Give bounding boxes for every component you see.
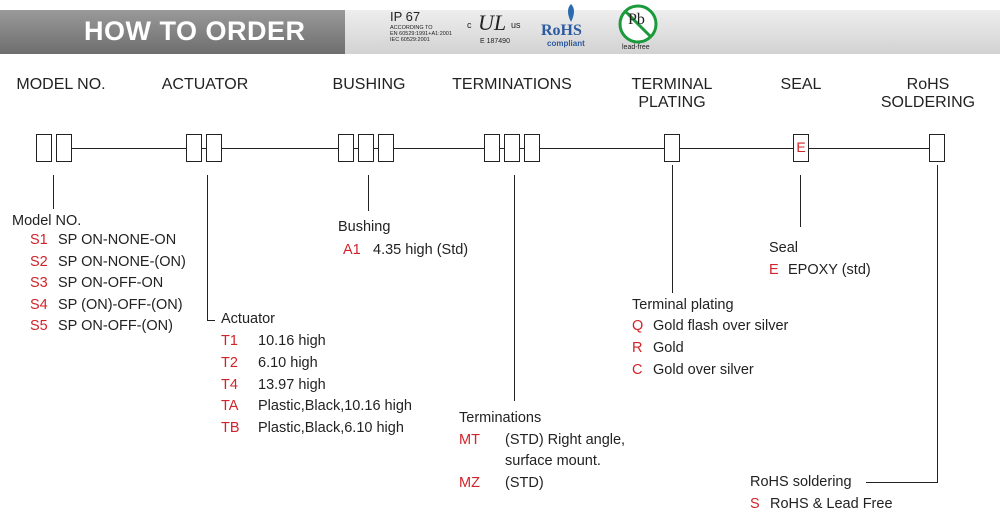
plating-leader-line bbox=[672, 165, 673, 293]
model-code-box-2 bbox=[56, 134, 72, 162]
header-banner bbox=[0, 10, 1000, 54]
ul-logo-icon: UL bbox=[478, 10, 507, 35]
rohs-compliant: compliant bbox=[547, 39, 585, 48]
actuator-code-box-2 bbox=[206, 134, 222, 162]
bushing-leader-line bbox=[368, 175, 369, 211]
bushing-code-box-1 bbox=[338, 134, 354, 162]
terminations-option: MZ(STD) bbox=[459, 475, 544, 491]
rohs-code-box bbox=[929, 134, 945, 162]
rohs-leaf-icon bbox=[568, 4, 574, 22]
code-connector-line bbox=[72, 148, 929, 149]
ul-c-label: c bbox=[467, 20, 472, 30]
column-header-model: MODEL NO. bbox=[16, 76, 106, 93]
terminations-code-box-1 bbox=[484, 134, 500, 162]
terminations-leader-line bbox=[514, 175, 515, 401]
pb-symbol: Pb bbox=[628, 11, 645, 28]
plating-section-title: Terminal plating bbox=[632, 297, 734, 313]
column-header-actuator: ACTUATOR bbox=[161, 76, 249, 93]
model-code-box-1 bbox=[36, 134, 52, 162]
terminations-code-box-2 bbox=[504, 134, 520, 162]
rohs-logo: RoHS bbox=[541, 22, 582, 39]
ul-file-number: E 187490 bbox=[480, 38, 510, 45]
terminations-option-continued: surface mount. bbox=[505, 453, 601, 469]
model-section-title: Model NO. bbox=[12, 213, 82, 229]
seal-code-box: E bbox=[793, 134, 809, 162]
ul-us-label: us bbox=[511, 20, 521, 30]
actuator-leader-tick bbox=[207, 320, 215, 321]
ip-rating: IP 67 bbox=[390, 9, 421, 24]
bushing-code-box-2 bbox=[358, 134, 374, 162]
page-title: HOW TO ORDER bbox=[84, 16, 306, 46]
lead-free-label: lead-free bbox=[622, 44, 650, 51]
lead-free-icon bbox=[618, 4, 658, 44]
model-leader-line bbox=[53, 175, 54, 209]
actuator-code-box-1 bbox=[186, 134, 202, 162]
seal-leader-line bbox=[800, 175, 801, 227]
rohs-section-title: RoHS soldering bbox=[750, 474, 852, 490]
rohs-leader-tick bbox=[866, 482, 938, 483]
actuator-leader-line bbox=[207, 175, 208, 320]
bushing-code-box-3 bbox=[378, 134, 394, 162]
terminations-section-title: Terminations bbox=[459, 410, 542, 426]
terminations-code-box-3 bbox=[524, 134, 540, 162]
column-header-bushing: BUSHING bbox=[332, 76, 406, 93]
column-header-seal: SEAL bbox=[780, 76, 822, 93]
seal-section-title: Seal bbox=[769, 240, 799, 256]
column-header-terminations: TERMINATIONS bbox=[452, 76, 572, 93]
terminations-option: MT(STD) Right angle, bbox=[459, 432, 626, 448]
plating-code-box bbox=[664, 134, 680, 162]
bushing-section-title: Bushing bbox=[338, 219, 391, 235]
actuator-section-title: Actuator bbox=[221, 311, 275, 327]
rohs-leader-line bbox=[937, 165, 938, 482]
